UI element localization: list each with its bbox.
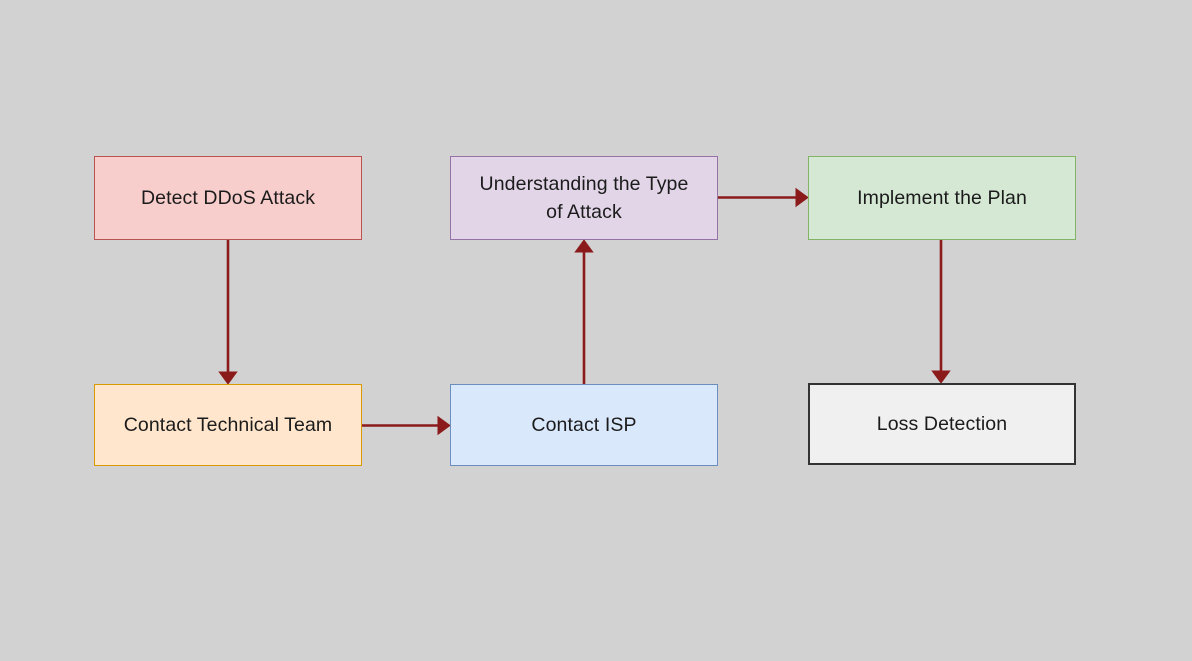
node-implement-the-plan[interactable]: Implement the Plan bbox=[808, 156, 1076, 240]
node-label: Contact ISP bbox=[531, 414, 637, 436]
node-label: Contact Technical Team bbox=[123, 414, 333, 436]
node-contact-isp[interactable]: Contact ISP bbox=[450, 384, 718, 466]
node-label: Understanding the Type of Attack bbox=[479, 173, 689, 223]
node-label: Implement the Plan bbox=[857, 187, 1027, 209]
node-label: Detect DDoS Attack bbox=[140, 187, 316, 209]
node-loss-detection[interactable]: Loss Detection bbox=[808, 383, 1076, 465]
node-contact-technical-team[interactable]: Contact Technical Team bbox=[94, 384, 362, 466]
node-detect-ddos-attack[interactable]: Detect DDoS Attack bbox=[94, 156, 362, 240]
node-label: Loss Detection bbox=[876, 413, 1008, 435]
node-understanding-the-type-of-attack[interactable]: Understanding the Type of Attack bbox=[450, 156, 718, 240]
